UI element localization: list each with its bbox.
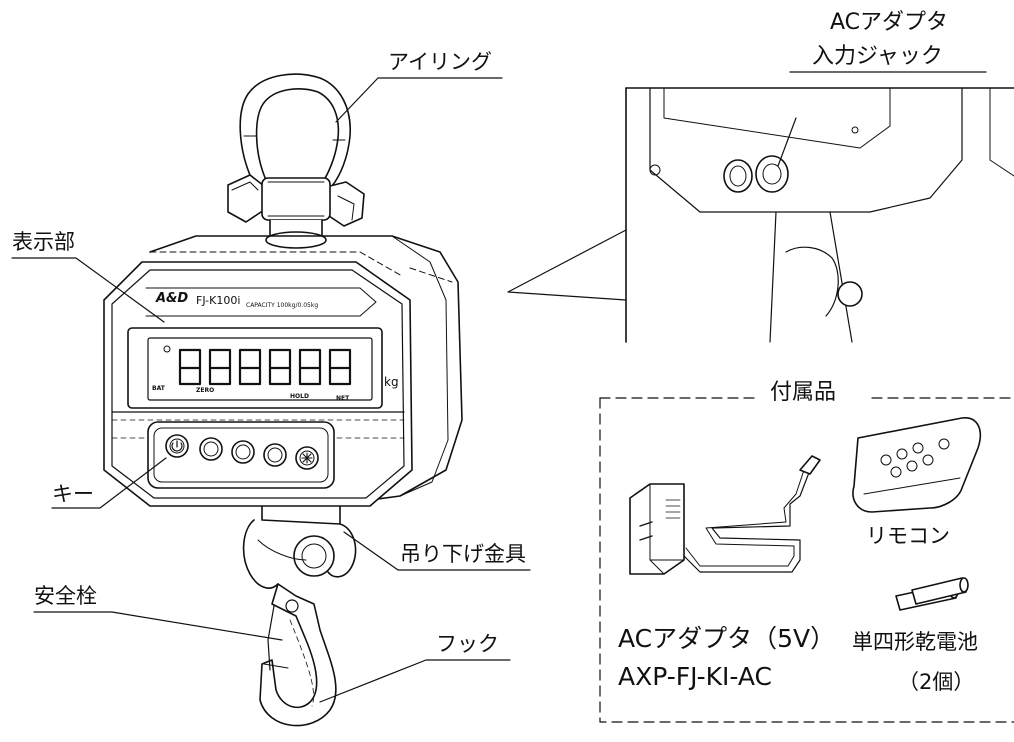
display-digits	[178, 348, 352, 386]
hook-label: フック	[436, 632, 499, 656]
capacity-text: CAPACITY 100kg/0.05kg	[246, 302, 319, 309]
battery-label-line2: （2個）	[898, 670, 975, 694]
leader-lines	[11, 71, 987, 703]
zero-indicator: ZERO	[196, 387, 215, 394]
battery-indicator: BAT	[152, 385, 165, 392]
net-indicator: NET	[336, 395, 350, 402]
ac-jack-label-line1: ACアダプタ	[830, 10, 949, 35]
key-buttons	[165, 434, 319, 470]
safety-pin-label: 安全栓	[34, 584, 97, 608]
adapter-label-line2: AXP-FJ-KI-AC	[618, 662, 773, 691]
ac-jack-detail	[507, 87, 1014, 343]
display-label: 表示部	[12, 230, 75, 254]
brand-logo: A&D	[156, 291, 189, 306]
model-name: FJ-K100i	[196, 294, 241, 307]
remote-label: リモコン	[866, 524, 950, 548]
battery-label-line1: 単四形乾電池	[852, 630, 978, 654]
key-label: キー	[52, 482, 94, 506]
unit-kg: kg	[384, 375, 399, 389]
eye-ring-label: アイリング	[388, 50, 492, 74]
accessories-title: 付属品	[770, 380, 837, 405]
adapter-label-line1: ACアダプタ（5V）	[618, 624, 836, 653]
scale-body	[103, 235, 463, 507]
ac-jack-label-line2: 入力ジャック	[812, 44, 943, 69]
hanger-label: 吊り下げ金具	[400, 542, 526, 566]
eye-ring	[227, 73, 365, 249]
hanger-and-hook	[242, 505, 357, 727]
accessories-box	[599, 397, 1014, 723]
hold-indicator: HOLD	[290, 393, 309, 400]
